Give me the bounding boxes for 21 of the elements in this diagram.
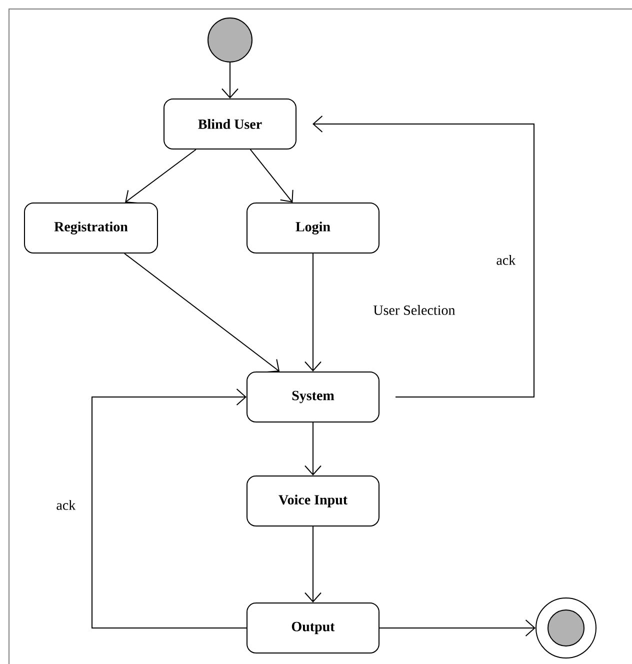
edge-label: ack [55,499,77,511]
arrow [304,253,322,372]
activity-box: Login [246,202,380,254]
activity-box: Output [246,602,380,654]
arrow [222,62,238,98]
arrow [312,116,534,398]
edge-label: User Selection [372,304,456,316]
activity-box: Voice Input [246,476,380,526]
arrow [250,149,294,202]
arrow [379,620,536,636]
initial-node [208,18,252,62]
arrow [92,388,247,628]
activity-box: Blind User [164,98,296,150]
arrow [125,149,196,204]
activity-box: System [246,372,380,422]
activity-box: Registration [24,202,158,254]
arrow [304,526,322,602]
final-node [536,598,596,658]
arrow [304,422,322,476]
arrow [124,253,280,372]
edge-label: ack [495,254,517,266]
